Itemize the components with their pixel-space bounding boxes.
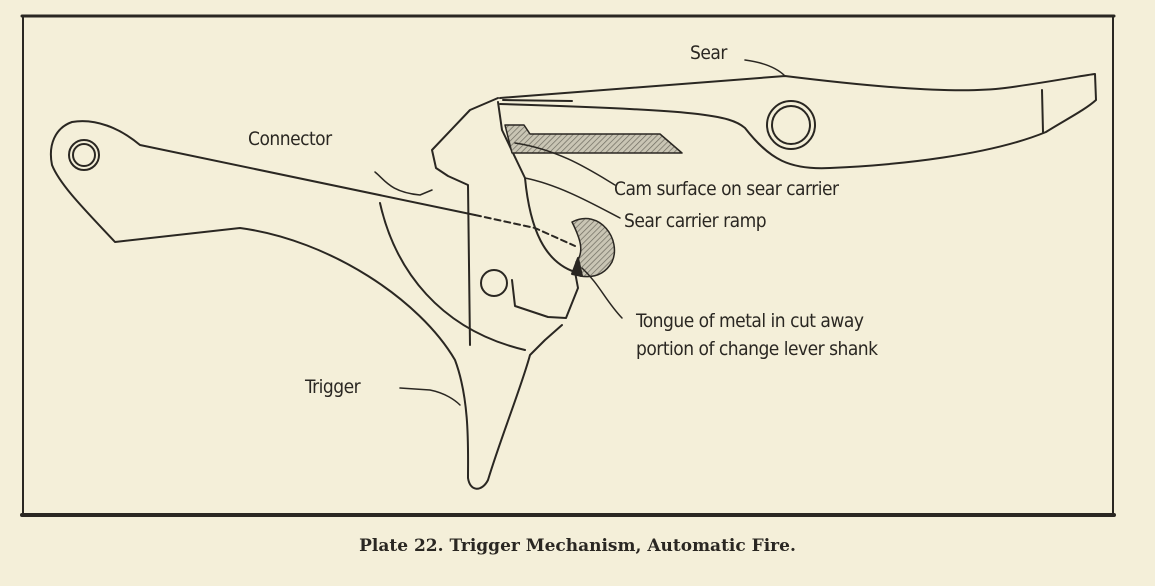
sear-carrier-ramp (571, 217, 616, 278)
label-sear-carrier-ramp: Sear carrier ramp (624, 210, 767, 232)
label-tongue-line1: Tongue of metal in cut away (636, 310, 864, 332)
label-connector: Connector (248, 128, 332, 150)
sear (499, 73, 1097, 170)
trigger-pivot (480, 269, 508, 297)
lever-pivot (68, 139, 100, 171)
trigger-lever (50, 120, 563, 490)
trigger-lever-dash (474, 214, 576, 247)
tongue-of-metal (571, 257, 583, 277)
cam-surface (504, 124, 683, 154)
label-sear: Sear (690, 42, 727, 64)
plate-caption: Plate 22. Trigger Mechanism, Automatic F… (359, 536, 796, 556)
label-tongue-line2: portion of change lever shank (636, 338, 878, 360)
sear-pivot (766, 100, 816, 150)
label-cam-surface: Cam surface on sear carrier (614, 178, 839, 200)
connector (431, 97, 579, 346)
label-trigger: Trigger (305, 376, 361, 398)
trigger-inner-curve (379, 202, 526, 351)
